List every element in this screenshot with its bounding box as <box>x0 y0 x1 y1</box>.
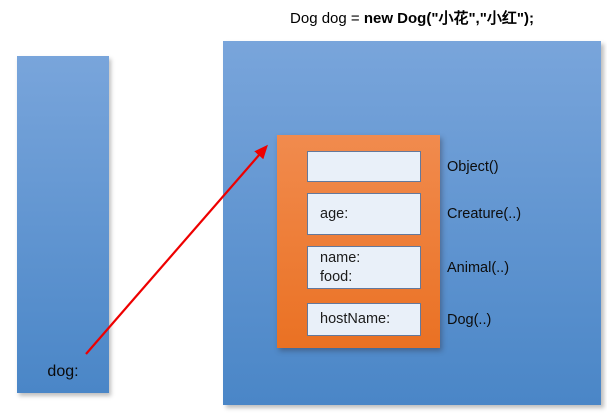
field-line: name: <box>320 250 361 267</box>
class-label-dog: Dog(..) <box>447 311 492 328</box>
class-label-animal: Animal(..) <box>447 259 510 276</box>
field-box-creature: age: <box>307 193 421 235</box>
field-line: age: <box>320 205 349 222</box>
field-box-dog: hostName: <box>307 303 421 336</box>
object-row-object: Object() <box>307 151 499 182</box>
code-statement-prefix: Dog dog = <box>290 10 364 27</box>
code-statement: Dog dog = new Dog("小花","小红"); <box>223 7 601 28</box>
field-line: hostName: <box>320 311 391 328</box>
class-label-object: Object() <box>447 158 499 175</box>
code-statement-bold: new Dog("小花","小红"); <box>363 10 534 27</box>
field-line: food: <box>320 268 353 285</box>
stack-rectangle: dog: <box>17 56 109 393</box>
class-label-creature: Creature(..) <box>447 206 522 222</box>
object-row-animal: name: food: Animal(..) <box>307 246 509 289</box>
object-row-dog: hostName: Dog(..) <box>307 303 491 336</box>
stack-variable-label: dog: <box>47 363 79 380</box>
field-box-object <box>307 151 421 182</box>
field-box-animal: name: food: <box>307 246 421 289</box>
heap-rectangle: Object() age: Creature(..) name: food: A… <box>223 41 601 405</box>
object-row-creature: age: Creature(..) <box>307 193 521 235</box>
